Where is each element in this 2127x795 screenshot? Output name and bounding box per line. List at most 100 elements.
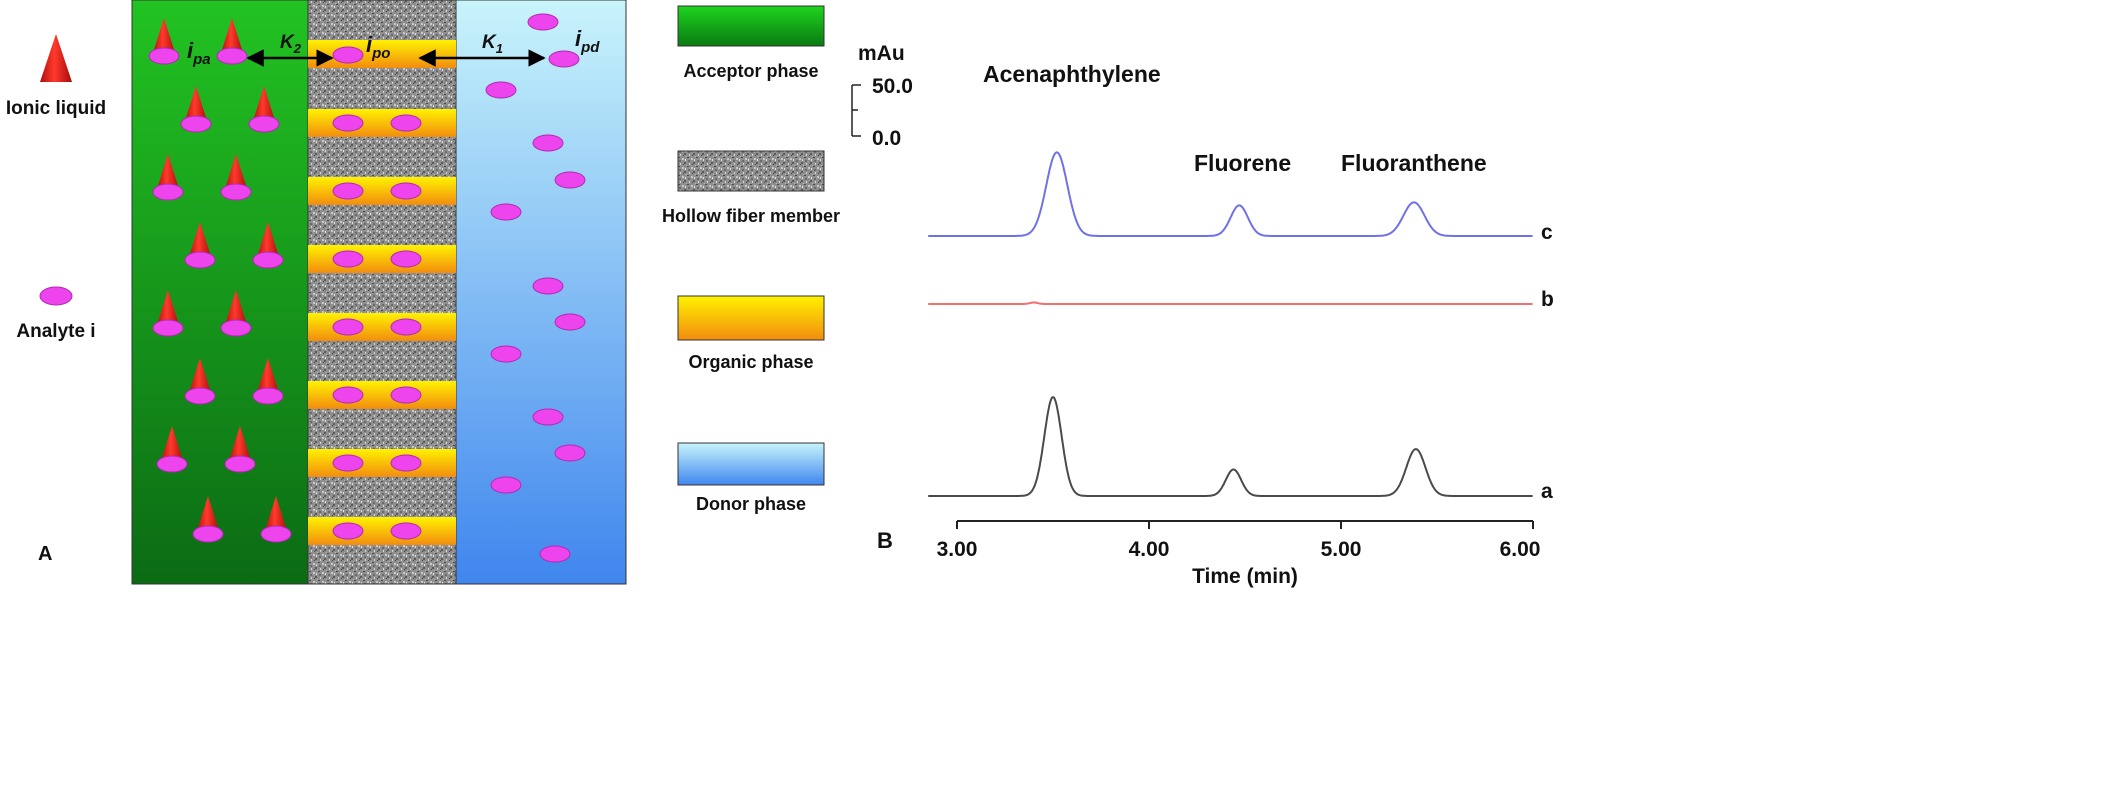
ionic-liquid-with-analyte [156, 426, 188, 473]
ionic-liquid-cone-icon [156, 290, 180, 328]
analyte-ellipse-icon [527, 13, 559, 31]
key-analyte: Analyte i [16, 286, 96, 342]
ionic-liquid-with-analyte [184, 358, 216, 405]
ionic-liquid-with-analyte [248, 86, 280, 133]
organic-pore [308, 381, 456, 409]
ionic-liquid-cone-icon [224, 290, 248, 328]
label-k1-subscript: 1 [496, 41, 503, 56]
legend-swatch-organic [677, 295, 825, 341]
ionic-liquid-with-analyte [220, 290, 252, 337]
hollow-fiber-region [307, 0, 457, 585]
analyte-ellipse-icon [532, 134, 564, 152]
analyte-ellipse-icon [216, 47, 248, 65]
analyte-ellipse-icon [220, 183, 252, 201]
analyte-ellipse-icon [152, 319, 184, 337]
analyte-ellipse-icon [332, 454, 364, 472]
label-k2-symbol: K [280, 32, 295, 53]
ionic-liquid-with-analyte [148, 18, 180, 65]
label-ipo-subscript: po [371, 45, 390, 62]
analyte-ellipse-icon [332, 250, 364, 268]
organic-pore [308, 449, 456, 477]
analyte-ellipse-icon [485, 81, 517, 99]
analyte-ellipse-icon [252, 251, 284, 269]
analyte-ellipse-icon [252, 387, 284, 405]
analyte-ellipse-icon [548, 50, 580, 68]
panel-b-label: B [877, 528, 893, 553]
scale-tick-label-top: 50.0 [872, 75, 913, 98]
analyte-ellipse-icon [192, 525, 224, 543]
analyte-ellipse-icon [180, 115, 212, 133]
analyte-ellipse-icon [39, 286, 73, 306]
ionic-liquid-with-analyte [216, 18, 248, 65]
legend-acceptor: Acceptor phase [677, 5, 825, 81]
trace-label-b: b [1541, 288, 1554, 311]
ionic-liquid-cone-icon [256, 222, 280, 260]
legend-donor: Donor phase [677, 442, 825, 514]
acceptor-cones [148, 18, 292, 543]
label-ipd-subscript: pd [580, 39, 600, 56]
analyte-ellipse-icon [332, 46, 364, 64]
ionic-liquid-with-analyte [152, 290, 184, 337]
ionic-liquid-cone-icon [160, 426, 184, 464]
label-ipa: ipa [187, 38, 211, 68]
legend-fiber: Hollow fiber member [662, 150, 840, 226]
ionic-liquid-with-analyte [192, 496, 224, 543]
ionic-liquid-with-analyte [184, 222, 216, 269]
analyte-ellipse-icon [539, 545, 571, 563]
ionic-liquid-with-analyte [260, 496, 292, 543]
analyte-ellipse-icon [332, 318, 364, 336]
x-tick-label: 5.00 [1321, 538, 1362, 561]
analyte-ellipse-icon [390, 250, 422, 268]
label-ipo-symbol: i [366, 32, 373, 57]
legend-label-donor: Donor phase [696, 494, 806, 514]
analyte-ellipse-icon [390, 182, 422, 200]
legend-swatch-acceptor [677, 5, 825, 47]
legend-label-fiber: Hollow fiber member [662, 206, 840, 226]
analyte-ellipse-icon [490, 203, 522, 221]
label-ipa-subscript: pa [192, 51, 211, 68]
analyte-ellipse-icon [532, 408, 564, 426]
key-ionic-liquid-label: Ionic liquid [6, 98, 106, 119]
label-ipo: ipo [366, 32, 390, 62]
analyte-ellipse-icon [184, 387, 216, 405]
analyte-ellipse-icon [554, 171, 586, 189]
panel-b: mAu 50.0 0.0 Acenaphthylene Fluorene Flu… [851, 42, 1554, 588]
trace-label-a: a [1541, 480, 1553, 503]
ionic-liquid-cone-icon [188, 222, 212, 260]
analyte-ellipse-icon [184, 251, 216, 269]
legend-label-organic: Organic phase [688, 352, 813, 372]
trace-b-line [928, 301, 1533, 305]
ionic-liquid-cone-icon [224, 154, 248, 192]
label-ipa-symbol: i [187, 38, 194, 63]
analyte-ellipse-icon [156, 455, 188, 473]
legend-swatch-fiber [677, 150, 825, 192]
x-tick-label: 4.00 [1129, 538, 1170, 561]
analyte-ellipse-icon [490, 476, 522, 494]
key-analyte-label: Analyte i [16, 321, 95, 342]
analyte-ellipse-icon [152, 183, 184, 201]
analyte-ellipse-icon [490, 345, 522, 363]
ionic-liquid-cone-icon [156, 154, 180, 192]
ionic-liquid-cone-icon [40, 34, 72, 82]
ionic-liquid-cone-icon [220, 18, 244, 56]
ionic-liquid-cone-icon [252, 86, 276, 124]
analyte-ellipse-icon [532, 277, 564, 295]
trace-a-line [928, 396, 1533, 497]
scale-bar: mAu 50.0 0.0 [851, 42, 913, 150]
x-tick-label: 3.00 [937, 538, 978, 561]
analyte-ellipse-icon [248, 115, 280, 133]
peak-label-acenaphthylene: Acenaphthylene [983, 61, 1161, 87]
organic-pore [308, 313, 456, 341]
scale-unit: mAu [858, 42, 905, 65]
ionic-liquid-cone-icon [228, 426, 252, 464]
label-k2: K2 [280, 32, 302, 56]
ionic-liquid-with-analyte [224, 426, 256, 473]
analyte-ellipse-icon [390, 386, 422, 404]
x-tick-label: 6.00 [1500, 538, 1541, 561]
analyte-ellipse-icon [332, 182, 364, 200]
analyte-ellipse-icon [224, 455, 256, 473]
label-k1-symbol: K [482, 32, 497, 53]
analyte-ellipse-icon [332, 522, 364, 540]
x-axis: 3.00 4.00 5.00 6.00 Time (min) [937, 520, 1541, 588]
